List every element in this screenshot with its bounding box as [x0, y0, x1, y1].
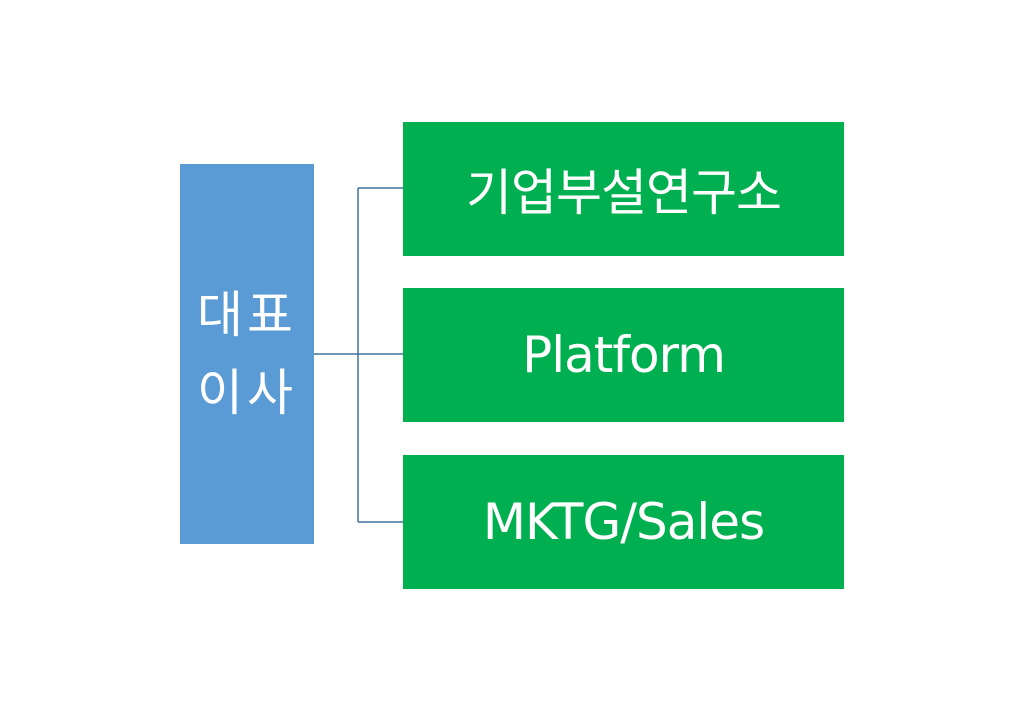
ceo-label-line-2: 이사 — [197, 364, 297, 422]
department-label: Platform — [522, 326, 726, 384]
department-node-mktg-sales: MKTG/Sales — [403, 455, 844, 589]
department-label: 기업부설연구소 — [466, 164, 782, 222]
department-label: MKTG/Sales — [482, 493, 765, 551]
ceo-label-line-1: 대표 — [197, 286, 297, 344]
department-node-platform: Platform — [403, 288, 844, 422]
ceo-node: 대표 이사 — [180, 164, 314, 544]
department-node-research-lab: 기업부설연구소 — [403, 122, 844, 256]
